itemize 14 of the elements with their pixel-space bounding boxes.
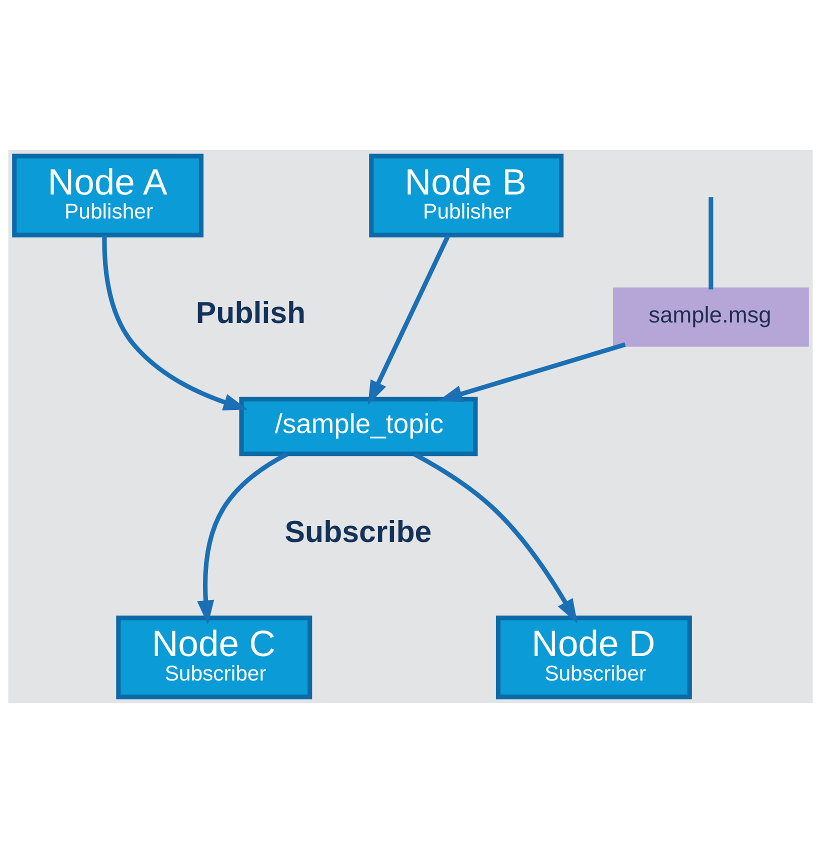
node-box: Node C Subscriber	[116, 616, 312, 700]
connector	[708, 197, 714, 290]
arrow	[438, 342, 626, 402]
arrow	[413, 452, 578, 624]
label: Publish	[196, 296, 306, 330]
node-box: Node A Publisher	[12, 154, 204, 238]
node-box: /sample_topic	[239, 396, 478, 456]
node-box: sample.msg	[612, 288, 809, 347]
arrow	[368, 234, 450, 406]
label: Subscribe	[284, 514, 432, 549]
arrow	[102, 235, 248, 410]
node-box: Node B Publisher	[369, 154, 564, 238]
node-box: Node D Subscriber	[496, 616, 692, 700]
arrow	[197, 452, 288, 625]
